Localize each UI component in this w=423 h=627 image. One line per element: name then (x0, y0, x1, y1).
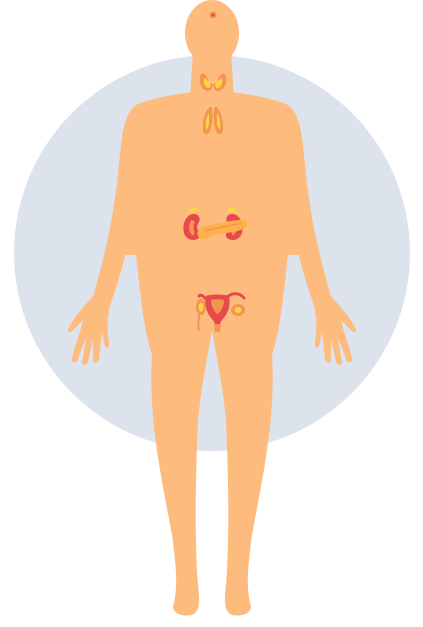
pineal-gland-icon (210, 12, 217, 19)
